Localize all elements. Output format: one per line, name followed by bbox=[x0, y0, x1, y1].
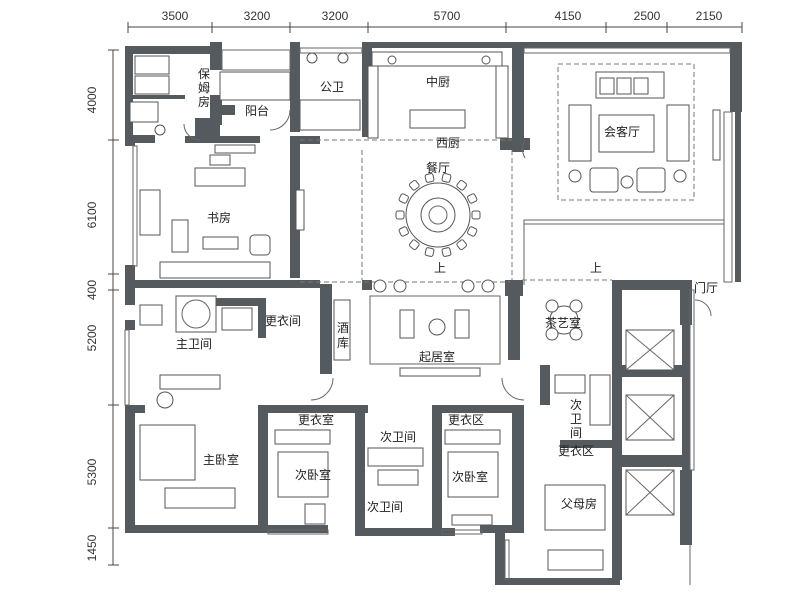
dim-top-7: 2150 bbox=[696, 9, 723, 23]
label-public-bath: 公卫 bbox=[320, 80, 344, 94]
master-suite-furniture bbox=[139, 295, 253, 509]
dining-chair bbox=[467, 226, 478, 237]
dim-left-1: 4000 bbox=[85, 86, 99, 113]
label-dressing-room: 更衣间 bbox=[265, 313, 301, 328]
dim-left-5: 5300 bbox=[85, 458, 99, 485]
label-up-right: 上 bbox=[590, 261, 602, 275]
label-closet-area: 更衣区 bbox=[558, 443, 594, 458]
dim-top-4: 5700 bbox=[434, 9, 461, 23]
label-master-bedroom: 主卧室 bbox=[203, 452, 239, 467]
dining-chair bbox=[441, 173, 452, 183]
label-maid-room-2: 姆 bbox=[198, 81, 210, 95]
dim-left-6: 1450 bbox=[85, 534, 99, 561]
study-furniture bbox=[139, 144, 305, 279]
dining-chair bbox=[424, 247, 435, 257]
dim-top-6: 2500 bbox=[634, 9, 661, 23]
label-living-room: 会客厅 bbox=[604, 124, 640, 139]
top-dimensions: 3500 3200 3200 5700 4150 2500 2150 bbox=[162, 9, 723, 23]
windows bbox=[124, 47, 733, 585]
room-labels: 保 姆 房 阳台 公卫 中厨 西厨 会客厅 餐厅 书房 上 上 门厅 主卫间 更… bbox=[176, 67, 718, 514]
label-bath-v1: 次 bbox=[570, 398, 582, 412]
kitchen-furniture bbox=[367, 51, 509, 139]
label-balcony: 阳台 bbox=[245, 103, 269, 118]
dining-furniture bbox=[395, 173, 481, 257]
dim-left-3: 400 bbox=[85, 280, 99, 300]
dining-chair bbox=[408, 239, 420, 251]
label-dining-room: 餐厅 bbox=[426, 160, 450, 175]
doors bbox=[183, 109, 712, 401]
bath-furniture bbox=[129, 52, 361, 136]
label-master-bath: 主卫间 bbox=[176, 337, 212, 351]
dining-chair bbox=[471, 210, 481, 220]
dining-chair bbox=[395, 210, 405, 220]
dining-chair bbox=[398, 193, 409, 204]
dim-left-4: 5200 bbox=[85, 324, 99, 351]
label-up-left: 上 bbox=[434, 261, 446, 275]
label-maid-room-1: 保 bbox=[198, 67, 210, 81]
elevators bbox=[625, 329, 675, 516]
label-secondary-bath-top: 次卫间 bbox=[380, 430, 416, 444]
walls bbox=[125, 42, 742, 585]
left-dimensions: 4000 6100 400 5200 5300 1450 bbox=[85, 86, 99, 561]
dining-chair bbox=[456, 239, 468, 251]
label-western-kitchen: 西厨 bbox=[436, 136, 460, 150]
dining-chair bbox=[424, 173, 435, 183]
living-room-furniture bbox=[568, 71, 721, 193]
dining-chair bbox=[441, 247, 452, 257]
dim-left-2: 6100 bbox=[85, 201, 99, 228]
dim-top-5: 4150 bbox=[555, 9, 582, 23]
label-family-room: 起居室 bbox=[419, 349, 455, 364]
dim-top-2: 3200 bbox=[244, 9, 271, 23]
label-wine-1: 酒 bbox=[337, 321, 349, 335]
dim-top-1: 3500 bbox=[162, 9, 189, 23]
label-tea-room: 茶艺室 bbox=[545, 315, 581, 330]
dining-chair bbox=[398, 226, 409, 237]
bedroom-furniture bbox=[274, 374, 611, 571]
label-parents-room: 父母房 bbox=[561, 496, 597, 511]
label-closet-right: 更衣区 bbox=[448, 412, 484, 427]
label-bath-v3: 间 bbox=[570, 426, 582, 440]
tea-room-furniture bbox=[545, 299, 583, 341]
dining-chair bbox=[408, 179, 420, 191]
label-foyer: 门厅 bbox=[694, 280, 718, 295]
label-wine-2: 库 bbox=[337, 335, 349, 350]
dimension-lines bbox=[108, 22, 743, 566]
label-study: 书房 bbox=[207, 210, 231, 225]
label-secondary-bedroom-right: 次卧室 bbox=[452, 469, 488, 484]
dining-chair bbox=[467, 193, 478, 204]
label-chinese-kitchen: 中厨 bbox=[426, 74, 450, 89]
dim-top-3: 3200 bbox=[322, 9, 349, 23]
label-bath-v2: 卫 bbox=[570, 412, 582, 426]
label-maid-room-3: 房 bbox=[198, 94, 210, 109]
label-secondary-bedroom-left: 次卧室 bbox=[295, 467, 331, 482]
family-room-furniture bbox=[333, 279, 501, 377]
dining-chair bbox=[456, 179, 468, 191]
label-closet-left: 更衣室 bbox=[298, 412, 334, 427]
label-secondary-bath-bottom: 次卫间 bbox=[367, 500, 403, 514]
